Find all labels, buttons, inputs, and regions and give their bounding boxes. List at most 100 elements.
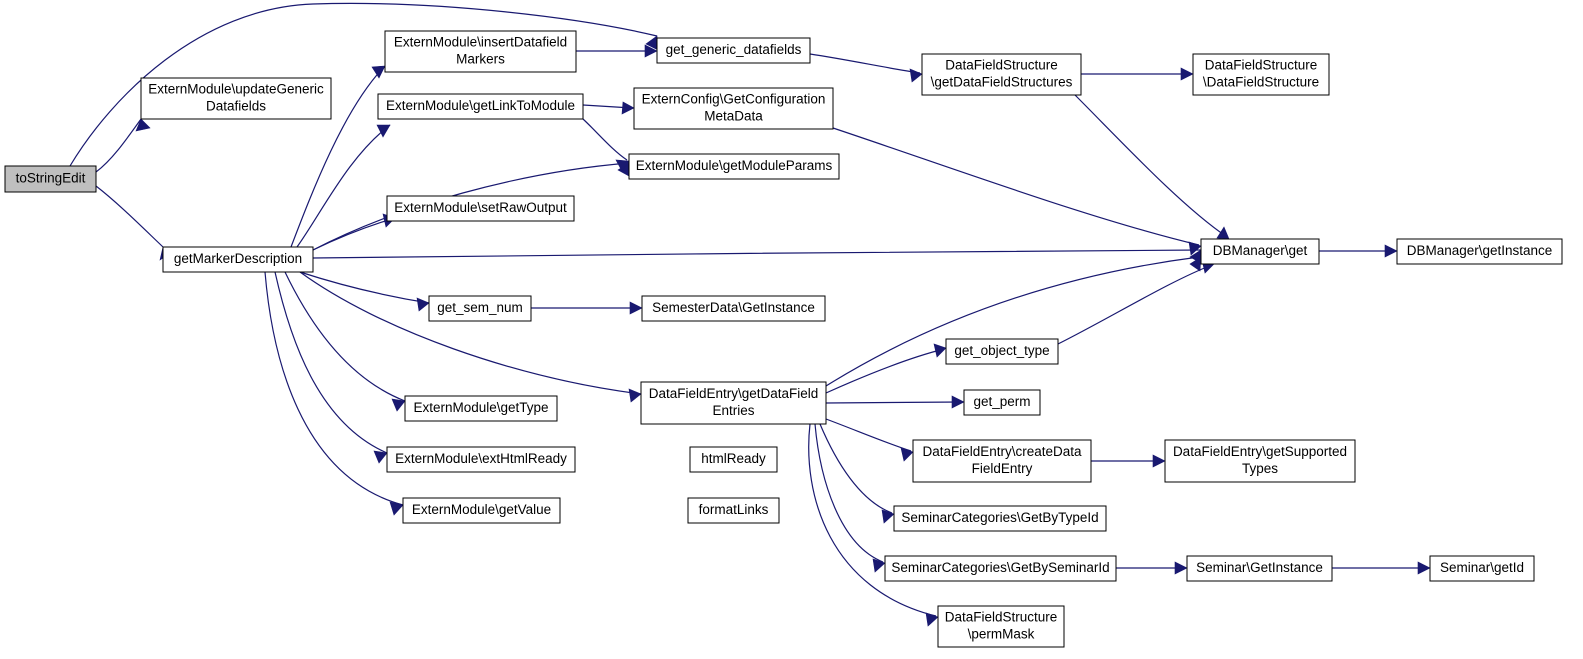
node-label: get_object_type xyxy=(954,343,1049,358)
node-getType[interactable]: ExternModule\getType xyxy=(404,395,558,422)
edge-DBManagerGet-to-DBManagerGetInstance xyxy=(1319,244,1398,258)
arrowhead-icon xyxy=(933,343,947,358)
node-label: Seminar\getId xyxy=(1440,560,1524,575)
arrowhead-icon xyxy=(1417,561,1431,575)
node-label: DataFieldStructure xyxy=(1205,58,1318,73)
node-box[interactable] xyxy=(404,395,558,422)
node-box[interactable] xyxy=(386,446,576,473)
node-box[interactable] xyxy=(921,53,1082,96)
node-box[interactable] xyxy=(945,338,1059,365)
node-box[interactable] xyxy=(1164,439,1356,483)
node-label: DataFieldStructure xyxy=(945,58,1058,73)
node-box[interactable] xyxy=(1396,238,1563,265)
edge-getLinkToModule-to-GetConfigurationMetaData xyxy=(582,101,635,115)
node-label: Datafields xyxy=(206,99,266,114)
arrowhead-icon xyxy=(881,509,895,524)
edge-toStringEdit-to-updateGenericDatafields xyxy=(95,118,151,173)
node-box[interactable] xyxy=(912,439,1092,483)
edge-line xyxy=(274,271,388,454)
edge-line xyxy=(264,271,404,506)
node-label: get_sem_num xyxy=(437,300,523,315)
node-getMarkerDescription[interactable]: getMarkerDescription xyxy=(162,246,314,273)
node-box[interactable] xyxy=(641,295,826,322)
node-SeminarGetId[interactable]: Seminar\getId xyxy=(1429,555,1535,582)
node-SemesterDataGetInstance[interactable]: SemesterData\GetInstance xyxy=(641,295,826,322)
node-htmlReady[interactable]: htmlReady xyxy=(689,446,778,473)
node-box[interactable] xyxy=(893,505,1107,532)
edge-getDataFieldEntries-to-permMask xyxy=(808,423,939,627)
node-box[interactable] xyxy=(1186,555,1333,582)
edge-line xyxy=(95,185,164,248)
node-box[interactable] xyxy=(937,605,1065,648)
node-getModuleParams[interactable]: ExternModule\getModuleParams xyxy=(628,153,840,180)
node-box[interactable] xyxy=(386,195,575,222)
node-box[interactable] xyxy=(1192,53,1330,96)
node-getValue[interactable]: ExternModule\getValue xyxy=(402,497,561,524)
edge-getMarkerDescription-to-DBManagerGet xyxy=(312,249,1202,264)
node-box[interactable] xyxy=(402,497,561,524)
node-get_perm[interactable]: get_perm xyxy=(963,389,1041,416)
arrowhead-icon xyxy=(373,450,388,464)
node-box[interactable] xyxy=(640,381,827,425)
node-getLinkToModule[interactable]: ExternModule\getLinkToModule xyxy=(377,93,584,120)
node-get_sem_num[interactable]: get_sem_num xyxy=(428,295,532,322)
node-label: ExternModule\getLinkToModule xyxy=(386,98,575,113)
node-DataFieldStructureCtor[interactable]: DataFieldStructure\DataFieldStructure xyxy=(1192,53,1330,96)
arrowhead-icon xyxy=(371,65,386,79)
node-label: \permMask xyxy=(968,627,1035,642)
node-box[interactable] xyxy=(377,93,584,120)
edge-getDataFieldEntries-to-GetByTypeId xyxy=(819,423,895,524)
node-SeminarGetInstance[interactable]: Seminar\GetInstance xyxy=(1186,555,1333,582)
node-label: MetaData xyxy=(704,109,763,124)
node-GetBySeminarId[interactable]: SeminarCategories\GetBySeminarId xyxy=(884,555,1117,582)
arrowhead-icon xyxy=(628,388,642,403)
node-box[interactable] xyxy=(633,87,834,130)
node-get_generic_datafields[interactable]: get_generic_datafields xyxy=(656,37,811,64)
arrowhead-icon xyxy=(615,159,630,172)
node-formatLinks[interactable]: formatLinks xyxy=(687,497,780,524)
node-label: SeminarCategories\GetByTypeId xyxy=(901,510,1098,525)
node-DBManagerGet[interactable]: DBManager\get xyxy=(1200,238,1320,265)
edge-line xyxy=(95,118,142,173)
node-extHtmlReady[interactable]: ExternModule\extHtmlReady xyxy=(386,446,576,473)
node-label: DataFieldStructure xyxy=(945,610,1058,625)
edge-line xyxy=(825,401,963,404)
node-box[interactable] xyxy=(884,555,1117,582)
node-box[interactable] xyxy=(1200,238,1320,265)
edge-line xyxy=(290,65,386,248)
node-box[interactable] xyxy=(687,497,780,524)
node-get_object_type[interactable]: get_object_type xyxy=(945,338,1059,365)
node-box[interactable] xyxy=(656,37,811,64)
node-box[interactable] xyxy=(140,77,332,120)
node-box[interactable] xyxy=(4,165,97,193)
node-box[interactable] xyxy=(628,153,840,180)
node-box[interactable] xyxy=(384,30,577,73)
node-toStringEdit[interactable]: toStringEdit xyxy=(4,165,97,193)
arrowhead-icon xyxy=(629,301,643,315)
node-DBManagerGetInstance[interactable]: DBManager\getInstance xyxy=(1396,238,1563,265)
edge-line xyxy=(825,418,912,452)
node-box[interactable] xyxy=(963,389,1041,416)
node-box[interactable] xyxy=(428,295,532,322)
arrowhead-icon xyxy=(644,44,658,58)
edges-layer xyxy=(69,2,1431,627)
node-permMask[interactable]: DataFieldStructure \permMask xyxy=(937,605,1065,648)
node-getDataFieldStructures[interactable]: DataFieldStructure\getDataFieldStructure… xyxy=(921,53,1082,96)
node-setRawOutput[interactable]: ExternModule\setRawOutput xyxy=(386,195,575,222)
node-box[interactable] xyxy=(689,446,778,473)
node-label: getMarkerDescription xyxy=(174,251,302,266)
node-label: htmlReady xyxy=(701,451,766,466)
arrowhead-icon xyxy=(951,395,965,409)
node-GetByTypeId[interactable]: SeminarCategories\GetByTypeId xyxy=(893,505,1107,532)
arrowhead-icon xyxy=(1384,244,1398,258)
node-box[interactable] xyxy=(1429,555,1535,582)
node-box[interactable] xyxy=(162,246,314,273)
